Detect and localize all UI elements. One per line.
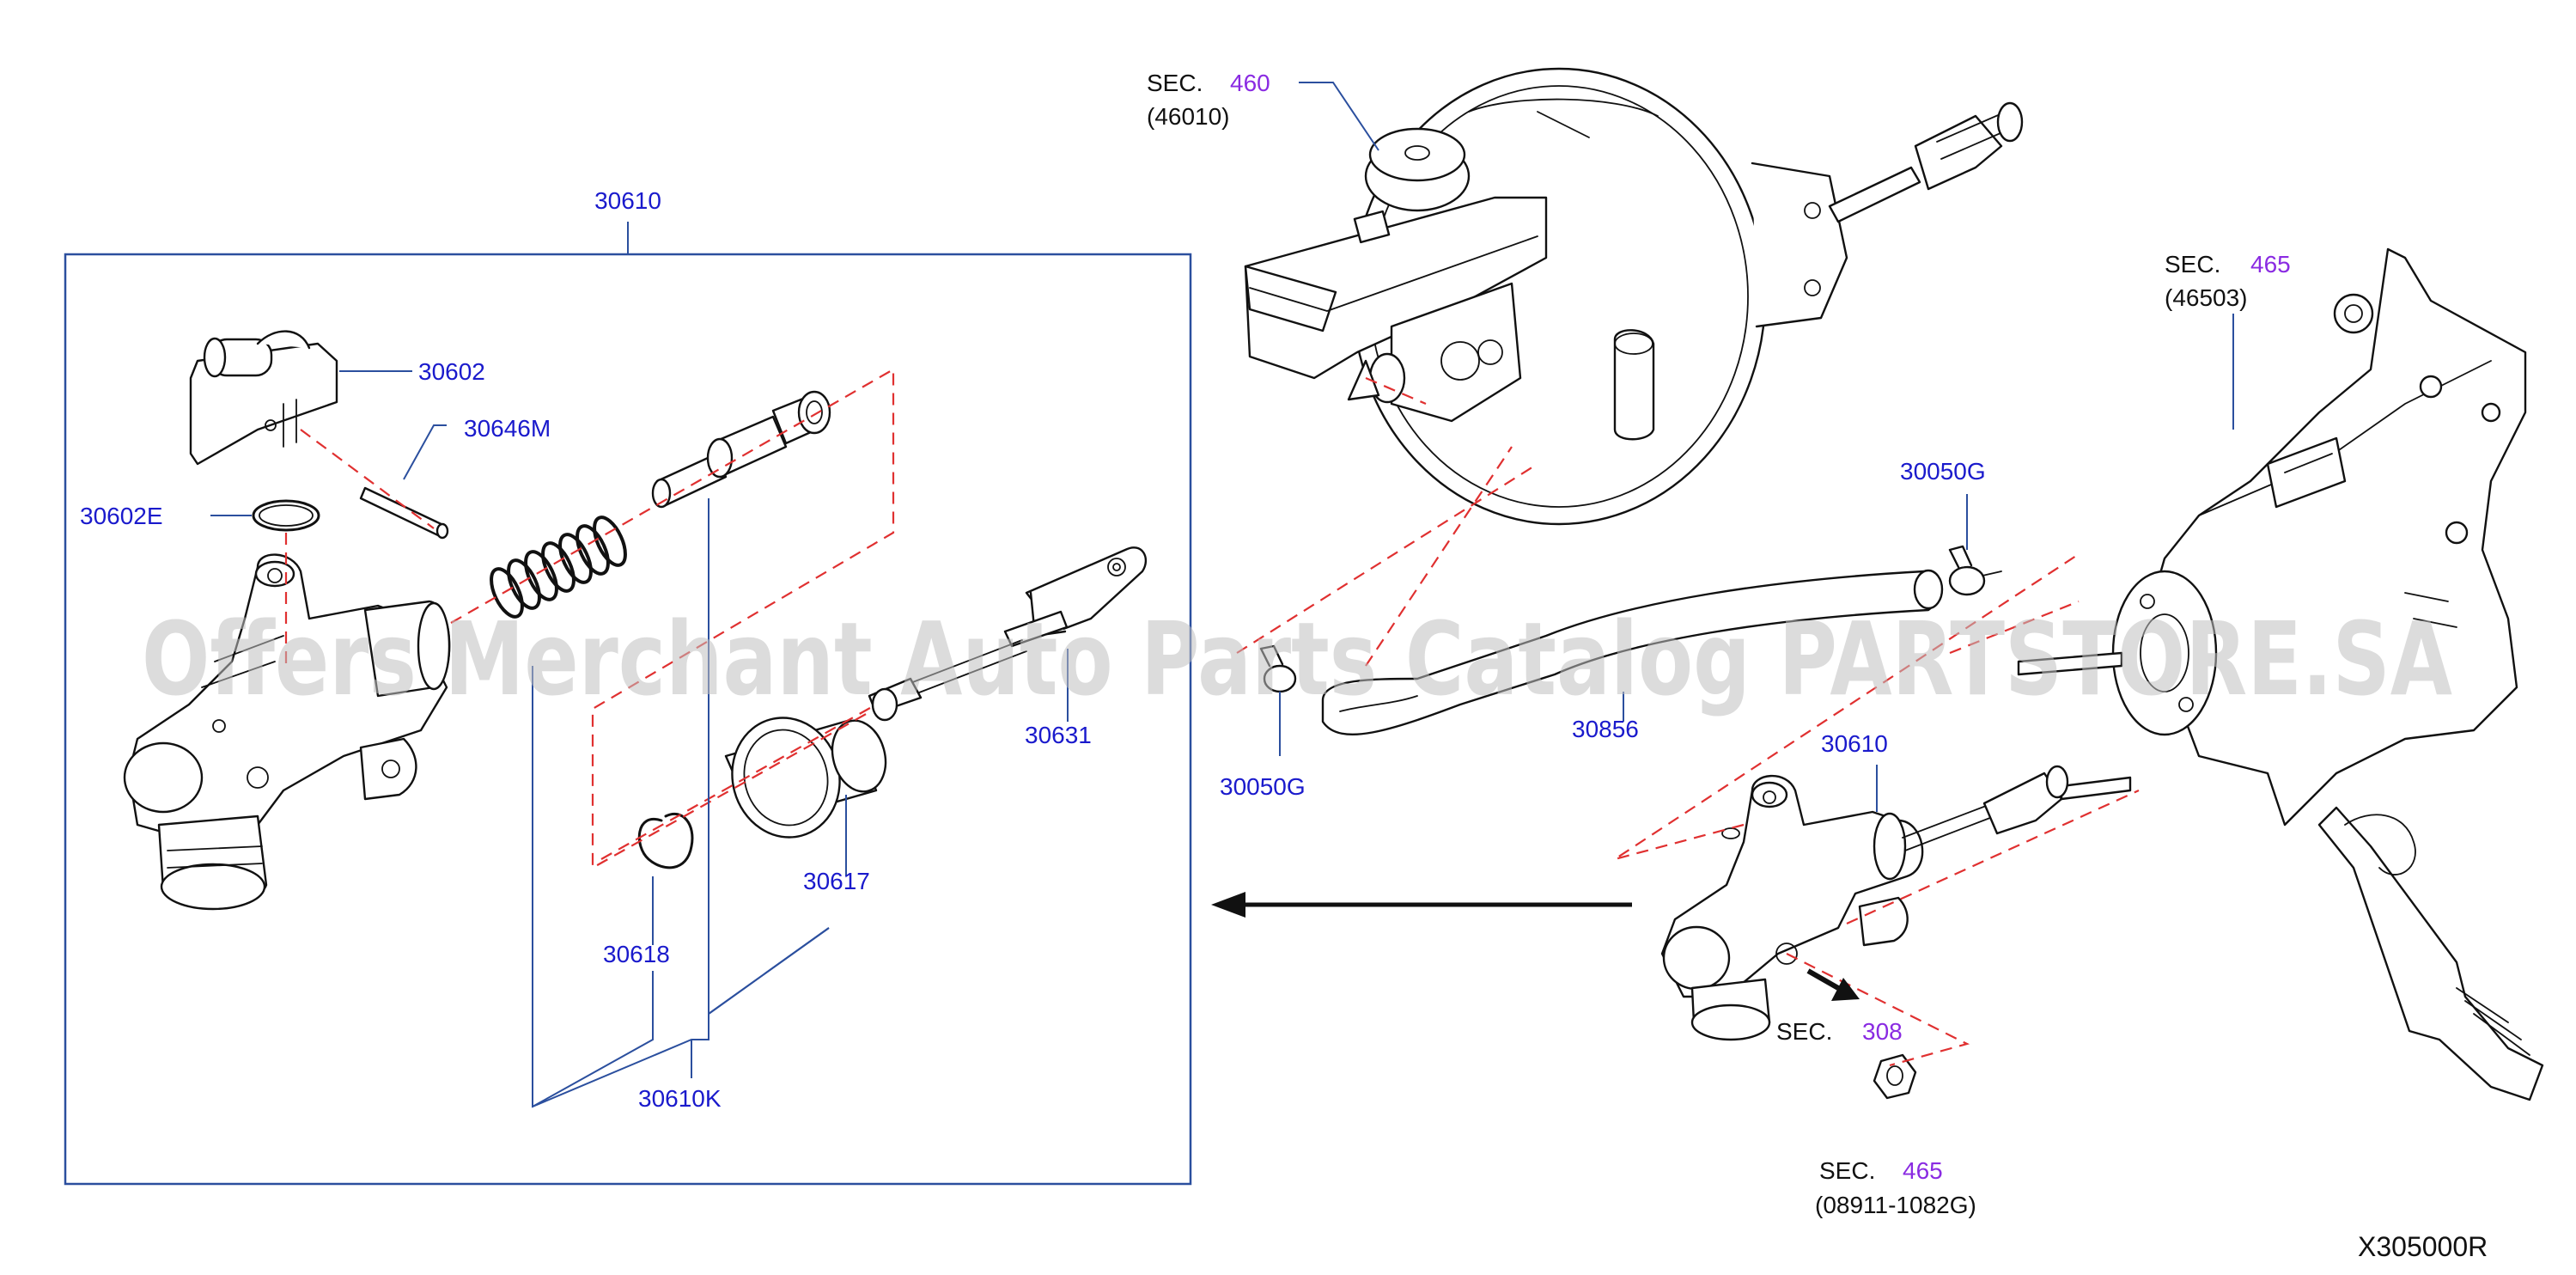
piston-drawing [651, 390, 831, 509]
sec-465-bottom-number[interactable]: 465 [1903, 1157, 1943, 1184]
watermark: Offers Merchant Auto Parts Catalog PARTS… [142, 600, 2452, 718]
assembly-box-30610 [64, 222, 1192, 1186]
sec-465-top-sub: (46503) [2165, 284, 2248, 311]
section-references: SEC. 460 (46010) SEC. 465 (46503) SEC. 3… [1147, 70, 2291, 1218]
label-30610-main[interactable]: 30610 [594, 187, 661, 214]
sec-308-ref[interactable]: SEC. 308 [1776, 1018, 1903, 1045]
return-spring-drawing [490, 515, 627, 619]
sec-308-prefix: SEC. [1776, 1018, 1832, 1045]
nut-08911-1082G-drawing [1873, 1053, 1917, 1100]
sec-465-top-prefix: SEC. [2165, 251, 2220, 278]
label-30617[interactable]: 30617 [803, 868, 870, 894]
leader-lines-right [1279, 82, 2234, 812]
clamp-30050G-top-drawing [1948, 545, 2002, 596]
leader-lines-box [210, 370, 1069, 1108]
label-30646M[interactable]: 30646M [464, 415, 551, 442]
direction-arrow [1211, 892, 1632, 918]
sec-465-bottom-ref[interactable]: SEC. 465 (08911-1082G) [1815, 1157, 1976, 1218]
label-30602E[interactable]: 30602E [80, 503, 163, 529]
label-30050G-top[interactable]: 30050G [1900, 458, 1986, 485]
reservoir-cap-30602-drawing [189, 330, 338, 466]
label-30631[interactable]: 30631 [1025, 722, 1092, 748]
dust-boot-30617-drawing [724, 717, 887, 839]
label-30050G-left[interactable]: 30050G [1220, 773, 1306, 800]
sec-465-top-number[interactable]: 465 [2250, 251, 2291, 278]
master-cylinder-body-drawing [123, 553, 451, 911]
brake-reservoir-drawing [1244, 127, 1548, 423]
hose-30856-drawing [1321, 569, 1944, 736]
alignment-dashed-lines-box [284, 368, 895, 869]
o-ring-30602E-drawing [252, 499, 320, 532]
sec-465-bottom-prefix: SEC. [1819, 1157, 1875, 1184]
sec-460-sub: (46010) [1147, 103, 1230, 130]
master-cylinder-30610-installed-drawing [1660, 765, 2069, 1041]
label-30856[interactable]: 30856 [1572, 716, 1639, 742]
label-30602[interactable]: 30602 [418, 358, 485, 385]
label-30610K[interactable]: 30610K [638, 1085, 722, 1112]
sec-308-number[interactable]: 308 [1862, 1018, 1903, 1045]
label-30618[interactable]: 30618 [603, 941, 670, 967]
label-30610-right[interactable]: 30610 [1821, 730, 1888, 757]
sec-460-ref[interactable]: SEC. 460 (46010) [1147, 70, 1270, 130]
sec-465-top-ref[interactable]: SEC. 465 (46503) [2165, 251, 2291, 311]
pin-30646M-drawing [359, 486, 449, 540]
sec-465-bottom-sub: (08911-1082G) [1815, 1192, 1976, 1218]
snap-ring-30618-drawing [637, 813, 694, 869]
diagram-code: X305000R [2358, 1231, 2488, 1262]
clutch-pedal-assembly-drawing [2017, 247, 2544, 1101]
part-labels: 30610 30602 30646M 30602E 30631 30617 30… [80, 187, 1986, 1112]
push-rod-30631-drawing [868, 546, 1148, 722]
sec308-arrow [1806, 968, 1860, 1001]
sec-460-number[interactable]: 460 [1230, 70, 1270, 96]
sec-460-prefix: SEC. [1147, 70, 1203, 96]
